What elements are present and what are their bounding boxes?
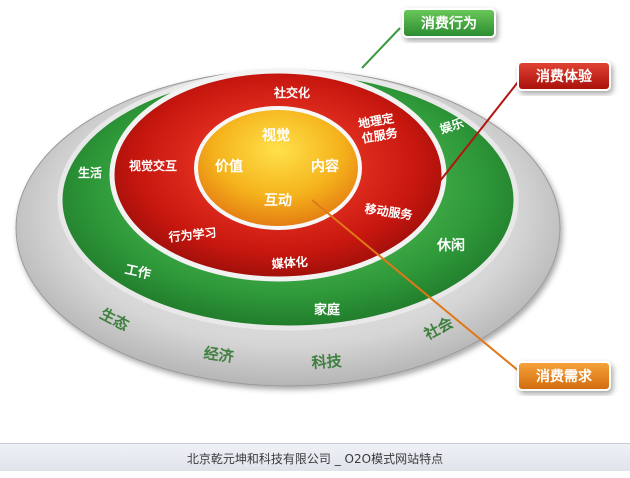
red-label-socialization: 社交化: [273, 85, 310, 100]
red-label-location-line1: 地理定: [357, 110, 395, 131]
red-label-visual-interaction: 视觉交互: [129, 158, 177, 173]
footer-caption: 北京乾元坤和科技有限公司 _ O2O模式网站特点: [0, 443, 630, 473]
callout-demand: 消费需求: [517, 361, 611, 391]
callout-experience-label: 消费体验: [536, 68, 593, 85]
footer-text: 北京乾元坤和科技有限公司 _ O2O模式网站特点: [186, 451, 444, 466]
green-label-home: 家庭: [314, 302, 341, 318]
core-label-vision: 视觉: [262, 127, 290, 144]
callout-experience: 消费体验: [517, 61, 611, 91]
green-label-entertainment: 娱乐: [438, 115, 465, 137]
red-label-location-line2: 位服务: [361, 125, 400, 146]
core-label-content: 内容: [311, 158, 339, 175]
green-label-shopping: 购物: [328, 54, 352, 69]
core-circle: [194, 106, 362, 230]
footer-spacer: [0, 471, 630, 478]
consumer-ring-diagram: 消费行为 消费体验 消费需求 生态 经济 科技 社会 购物 娱乐 休闲 家庭 工…: [15, 8, 611, 391]
green-label-life: 生活: [78, 165, 102, 180]
callout-behavior: 消费行为: [402, 8, 496, 38]
connector-experience: [424, 81, 519, 201]
red-label-behavior-learning: 行为学习: [167, 225, 217, 245]
connector-behavior: [361, 27, 401, 69]
outer-label-technology: 科技: [311, 352, 343, 372]
core-label-value: 价值: [215, 158, 243, 175]
green-label-work: 工作: [123, 262, 152, 283]
callout-behavior-label: 消费行为: [421, 15, 477, 32]
outer-label-economy: 经济: [203, 344, 236, 366]
red-label-mobile-service: 移动服务: [364, 201, 415, 223]
callout-demand-label: 消费需求: [536, 368, 593, 385]
red-label-media: 媒体化: [271, 254, 308, 271]
connector-demand: [311, 199, 521, 373]
core-label-interaction: 互动: [264, 192, 292, 209]
green-label-leisure: 休闲: [436, 237, 465, 254]
